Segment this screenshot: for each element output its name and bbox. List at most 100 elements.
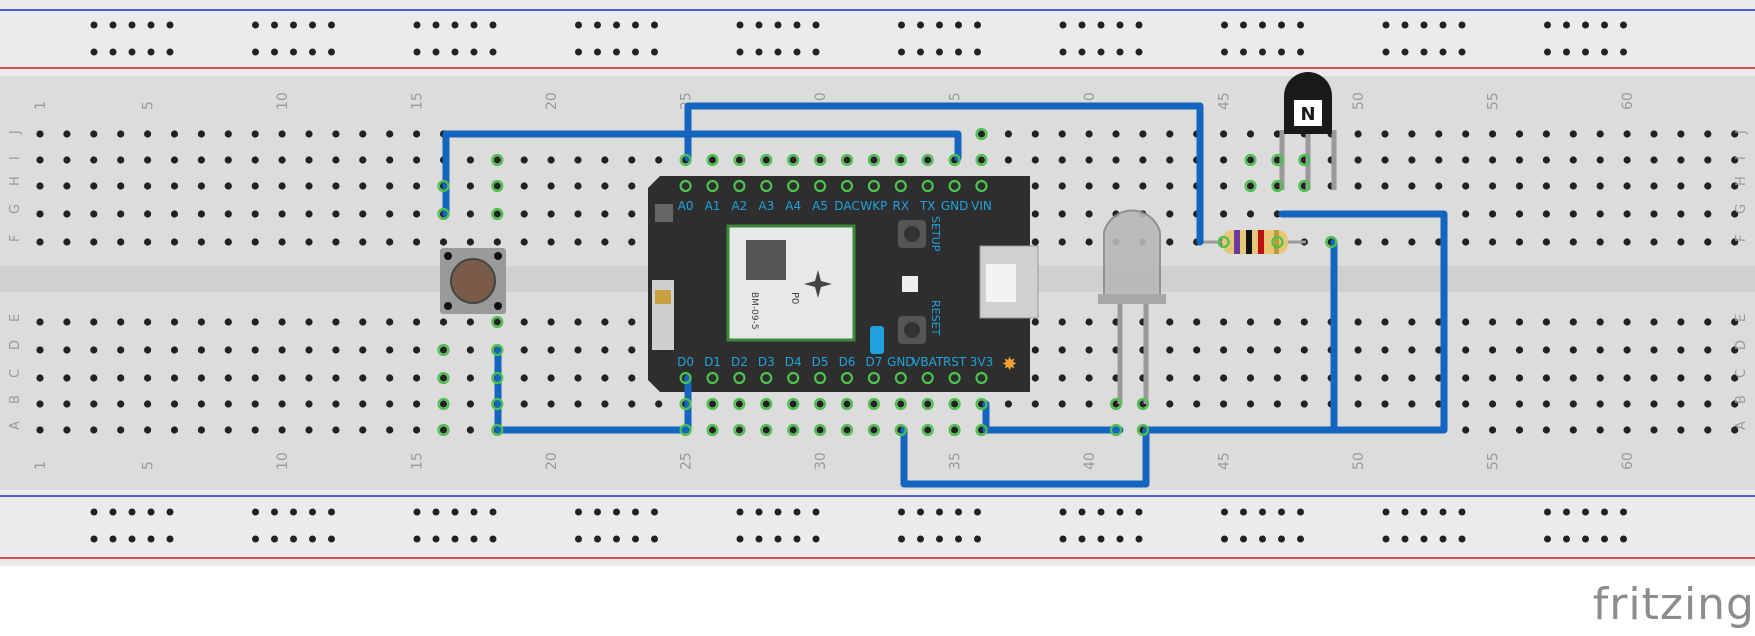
- row-label: E: [1734, 314, 1749, 322]
- terminal-hole: [1193, 374, 1201, 382]
- rail-hole: [1439, 508, 1447, 516]
- rail-hole: [451, 48, 459, 56]
- terminal-hole: [117, 182, 125, 190]
- rail-hole: [936, 535, 943, 543]
- terminal-hole: [1220, 318, 1228, 326]
- terminal-hole: [1462, 400, 1470, 408]
- rail-hole: [736, 508, 744, 516]
- connected-hole: [437, 207, 450, 221]
- terminal-hole: [197, 346, 205, 354]
- connected-hole: [975, 423, 988, 437]
- bottom-rail-holes: [90, 508, 1627, 543]
- terminal-hole: [1650, 156, 1658, 164]
- terminal-hole: [1273, 318, 1281, 326]
- resistor-band-4: [1274, 230, 1279, 254]
- terminal-hole: [224, 182, 232, 190]
- terminal-hole: [1623, 318, 1631, 326]
- terminal-hole: [359, 210, 367, 218]
- rail-hole: [1382, 535, 1390, 543]
- terminal-hole: [224, 426, 232, 434]
- rail-hole: [1401, 535, 1409, 543]
- terminal-hole: [1677, 130, 1685, 138]
- terminal-hole: [1623, 426, 1631, 434]
- terminal-hole: [466, 374, 474, 382]
- connected-hole: [813, 371, 827, 385]
- rail-hole: [489, 535, 497, 543]
- terminal-hole: [1435, 130, 1443, 138]
- terminal-hole: [520, 156, 528, 164]
- terminal-hole: [1704, 426, 1712, 434]
- terminal-hole: [1596, 374, 1604, 382]
- rail-hole: [955, 21, 962, 29]
- connected-hole: [894, 423, 907, 437]
- terminal-hole: [1408, 238, 1416, 246]
- terminal-hole: [977, 156, 986, 164]
- terminal-hole: [90, 238, 98, 246]
- connected-hole: [1298, 153, 1311, 167]
- connected-hole: [894, 153, 907, 167]
- terminal-hole: [1596, 130, 1604, 138]
- pushbutton-corner: [444, 302, 452, 310]
- rail-hole: [755, 508, 763, 516]
- row-label: E: [8, 314, 23, 322]
- terminal-hole: [493, 318, 501, 326]
- terminal-hole: [63, 130, 71, 138]
- terminal-hole: [1408, 346, 1416, 354]
- rail-hole: [955, 48, 962, 56]
- terminal-hole: [520, 346, 528, 354]
- terminal-hole: [1704, 238, 1712, 246]
- terminal-hole: [1569, 318, 1577, 326]
- column-number: 40: [1082, 452, 1098, 470]
- rail-hole: [594, 508, 601, 516]
- terminal-hole: [1408, 400, 1416, 408]
- photon-pin-label: TX: [919, 199, 936, 213]
- rail-hole: [1221, 21, 1228, 29]
- column-number: 60: [1620, 452, 1636, 470]
- wire-button-to-gnd: [442, 130, 962, 218]
- terminal-hole: [413, 210, 421, 218]
- rail-hole: [309, 48, 316, 56]
- terminal-hole: [36, 238, 44, 246]
- terminal-hole: [1731, 374, 1739, 382]
- terminal-hole: [1704, 374, 1712, 382]
- reset-button-cap: [904, 322, 920, 338]
- rail-hole: [974, 535, 981, 543]
- connected-hole: [1109, 397, 1123, 411]
- column-number: 1: [33, 101, 49, 110]
- terminal-hole: [1058, 346, 1066, 354]
- terminal-hole: [1004, 156, 1013, 164]
- terminal-hole: [117, 346, 125, 354]
- terminal-hole: [628, 400, 636, 408]
- usb-port: [986, 264, 1016, 302]
- rail-hole: [1458, 21, 1466, 29]
- rail-hole: [575, 48, 582, 56]
- rail-hole: [812, 535, 820, 543]
- connected-hole: [1136, 397, 1150, 411]
- terminal-hole: [1058, 210, 1066, 218]
- rail-hole: [1297, 48, 1304, 56]
- rail-hole: [1135, 48, 1143, 56]
- rail-hole: [1135, 508, 1143, 516]
- column-number: 60: [1620, 92, 1636, 110]
- terminal-hole: [63, 182, 71, 190]
- terminal-hole: [1677, 182, 1685, 190]
- column-number: 15: [410, 92, 426, 110]
- rail-hole: [1620, 535, 1627, 543]
- terminal-hole: [1462, 130, 1470, 138]
- rail-hole: [413, 21, 421, 29]
- rail-hole: [147, 48, 155, 56]
- setup-button-cap: [904, 226, 920, 242]
- terminal-hole: [1569, 182, 1577, 190]
- terminal-hole: [1058, 238, 1066, 246]
- connected-hole: [813, 423, 827, 437]
- terminal-hole: [574, 374, 582, 382]
- terminal-hole: [305, 182, 313, 190]
- connected-hole: [706, 371, 719, 385]
- terminal-hole: [1569, 130, 1577, 138]
- terminal-hole: [413, 318, 421, 326]
- terminal-hole: [870, 156, 878, 164]
- terminal-hole: [117, 156, 125, 164]
- rail-hole: [774, 508, 782, 516]
- terminal-hole: [251, 182, 259, 190]
- terminal-hole: [1515, 346, 1524, 354]
